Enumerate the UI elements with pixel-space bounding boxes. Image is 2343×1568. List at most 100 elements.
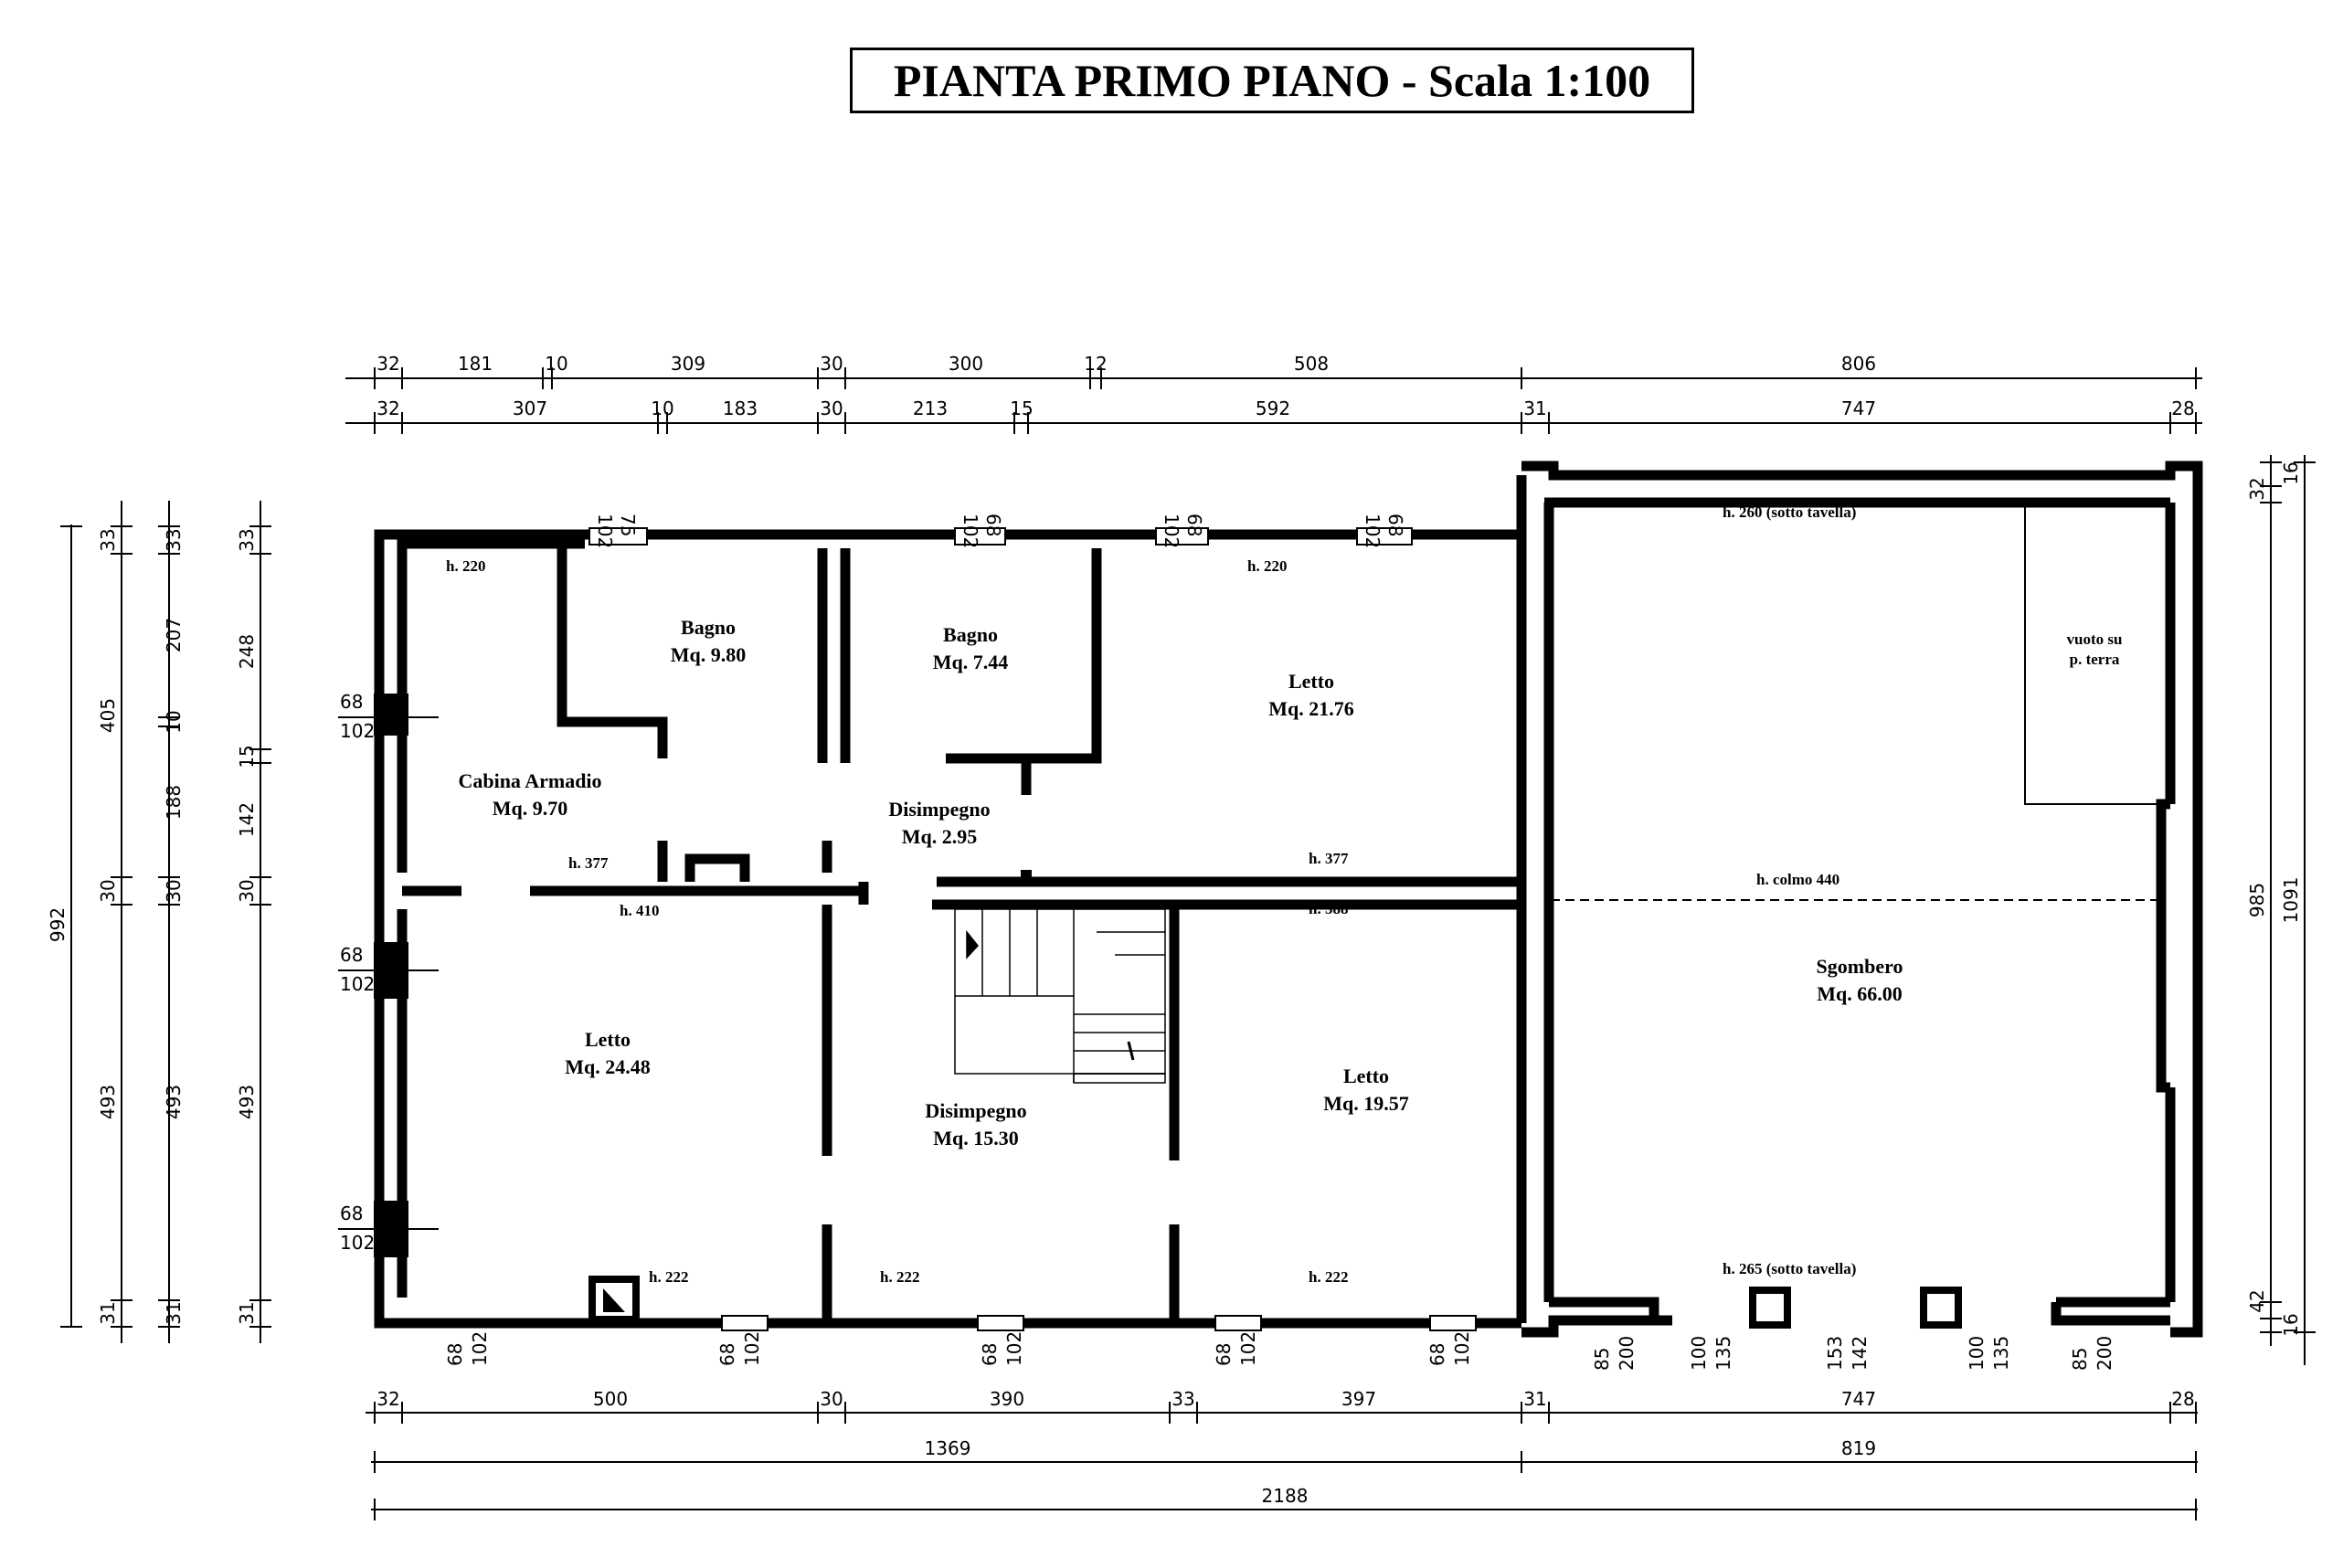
win-label: 153 (1824, 1336, 1846, 1371)
dim-label: 10 (651, 397, 673, 419)
dim-label: 248 (236, 634, 258, 669)
height-label: h. 388 (1309, 900, 1348, 917)
win-label: 68 (716, 1343, 738, 1366)
dim-label: 397 (1341, 1388, 1376, 1410)
dim-label: 307 (513, 397, 547, 419)
win-label: 102 (340, 720, 375, 742)
win-label: 68 (979, 1343, 1001, 1366)
dim-label: 188 (163, 785, 185, 820)
dim-label: 30 (820, 397, 843, 419)
dim-label: 16 (2280, 1313, 2302, 1336)
win-label: 68 (1183, 514, 1205, 536)
win-label: 102 (959, 514, 981, 548)
vuoto-label: p. terra (2070, 651, 2120, 668)
height-labels: h. 220 h. 220 h. 377 h. 377 h. 410 h. 38… (446, 503, 1856, 1286)
room-area: Mq. 15.30 (933, 1127, 1019, 1150)
dim-label: 30 (820, 353, 843, 375)
staircase (954, 908, 1166, 1084)
dim-label: 992 (47, 907, 69, 942)
annex-walls (1521, 461, 2203, 1338)
dim-label: 1091 (2280, 877, 2302, 924)
win-label: 142 (1849, 1336, 1871, 1371)
dim-label: 213 (913, 397, 948, 419)
win-label: 135 (1990, 1336, 2012, 1371)
dim-label: 15 (236, 745, 258, 768)
dim-label: 33 (97, 528, 119, 551)
right-dimensions: 32 16 985 1091 42 16 (2246, 455, 2316, 1365)
room-name: Letto (1288, 670, 1334, 693)
win-label: 102 (1362, 514, 1384, 548)
dim-label: 32 (376, 397, 399, 419)
dim-label: 33 (236, 528, 258, 551)
dim-label: 806 (1841, 353, 1876, 375)
room-name: Letto (1343, 1065, 1389, 1087)
dim-label: 42 (2246, 1289, 2268, 1312)
win-label: 102 (1237, 1331, 1259, 1366)
win-label: 100 (1688, 1336, 1710, 1371)
win-label: 68 (982, 514, 1004, 536)
win-label: 102 (1003, 1331, 1025, 1366)
dim-label: 819 (1841, 1437, 1876, 1459)
dim-label: 31 (236, 1301, 258, 1324)
dim-label: 28 (2171, 397, 2194, 419)
height-label: h. 220 (1247, 557, 1287, 575)
dim-label: 181 (458, 353, 493, 375)
height-label: h. colmo 440 (1756, 871, 1839, 888)
dim-label: 33 (1172, 1388, 1194, 1410)
dim-label: 747 (1841, 397, 1876, 419)
walls (374, 475, 1527, 1329)
dim-label: 30 (97, 879, 119, 902)
win-label: 135 (1712, 1336, 1734, 1371)
dim-label: 32 (376, 353, 399, 375)
dim-label: 30 (163, 879, 185, 902)
win-label: 200 (2094, 1336, 2115, 1371)
height-label: h. 222 (649, 1268, 688, 1286)
win-label: 68 (1213, 1343, 1235, 1366)
room-name: Letto (585, 1028, 631, 1051)
win-label: 102 (1161, 514, 1182, 548)
win-label: 102 (741, 1331, 763, 1366)
win-label: 68 (340, 1202, 363, 1224)
win-label: 102 (469, 1331, 491, 1366)
height-label: h. 222 (880, 1268, 919, 1286)
win-label: 68 (1426, 1343, 1448, 1366)
room-area: Mq. 2.95 (902, 825, 978, 848)
dim-label: 183 (723, 397, 758, 419)
dim-label: 207 (163, 618, 185, 652)
dim-label: 31 (1523, 1388, 1546, 1410)
dim-label: 493 (163, 1085, 185, 1119)
height-label: h. 260 (sotto tavella) (1723, 503, 1856, 521)
room-area: Mq. 9.70 (493, 797, 568, 820)
left-dimensions: 992 33 405 30 493 31 33 207 10 188 30 49… (47, 501, 271, 1343)
win-label: 68 (444, 1343, 466, 1366)
win-label: 68 (340, 944, 363, 966)
win-label: 102 (594, 514, 616, 548)
dim-label: 31 (1523, 397, 1546, 419)
dim-label: 592 (1256, 397, 1290, 419)
room-name: Disimpegno (925, 1099, 1026, 1122)
dim-label: 405 (97, 698, 119, 733)
windows (338, 527, 1477, 1331)
window-labels: 102 75 102 68 102 68 102 68 68 102 68 10… (340, 514, 2115, 1371)
dim-label: 30 (820, 1388, 843, 1410)
win-label: 68 (340, 691, 363, 713)
dim-label: 32 (2246, 477, 2268, 500)
height-label: h. 377 (1309, 850, 1349, 867)
room-name: Cabina Armadio (458, 769, 601, 792)
top-dimensions: 32 181 10 309 30 300 12 508 806 32 307 1… (345, 353, 2202, 434)
room-labels: Bagno Mq. 9.80 Bagno Mq. 7.44 Letto Mq. … (458, 616, 2122, 1150)
vuoto-label: vuoto su (2067, 630, 2123, 648)
dim-label: 12 (1084, 353, 1107, 375)
room-name: Bagno (681, 616, 736, 639)
room-area: Mq. 66.00 (1817, 982, 1903, 1005)
dim-label: 508 (1294, 353, 1329, 375)
dim-label: 10 (163, 710, 185, 733)
dim-label: 300 (949, 353, 983, 375)
dim-label: 10 (545, 353, 567, 375)
bottom-dimensions: 32 500 30 390 33 397 31 747 28 1369 819 … (366, 1388, 2198, 1520)
height-label: h. 410 (620, 902, 659, 919)
room-name: Bagno (943, 623, 998, 646)
dim-label: 1369 (925, 1437, 971, 1459)
win-label: 200 (1616, 1336, 1638, 1371)
